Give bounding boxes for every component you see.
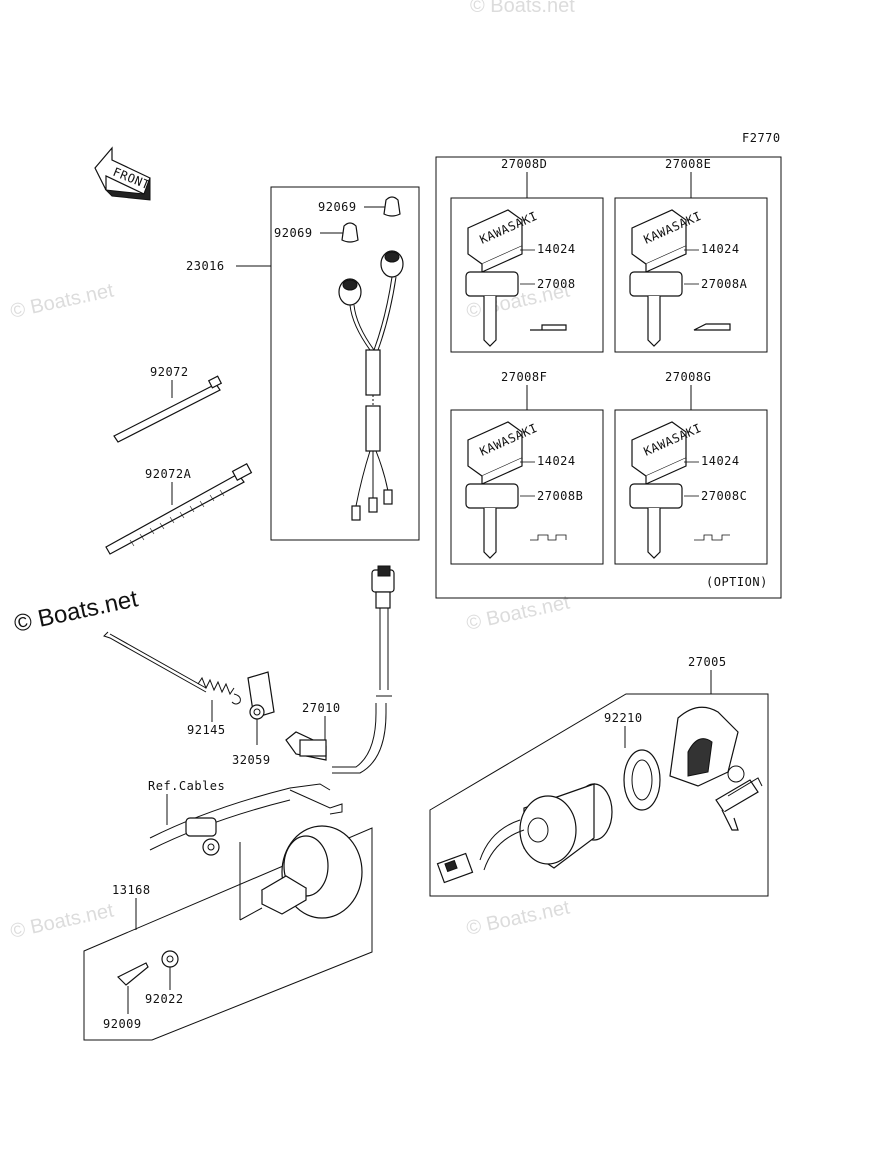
key-set-27008G: 27008G KAWASAKI 14024 27008C bbox=[614, 370, 768, 565]
switch-27010: 27010 bbox=[285, 565, 395, 774]
label-27008D: 27008D bbox=[501, 157, 547, 171]
label-14024-4: 14024 bbox=[701, 454, 740, 468]
label-27008G: 27008G bbox=[665, 370, 711, 384]
spring-group: 92145 32059 bbox=[103, 631, 275, 767]
tie-92072 bbox=[113, 383, 221, 443]
tie-92072A bbox=[105, 473, 245, 555]
label-13168: 13168 bbox=[112, 883, 151, 897]
screw-92009 bbox=[116, 962, 149, 986]
watermark-prominent: © Boats.net bbox=[12, 585, 141, 638]
watermark-left-2: © Boats.net bbox=[8, 899, 116, 942]
option-label: (OPTION) bbox=[706, 575, 768, 589]
nut-92210 bbox=[623, 749, 661, 811]
cap-92069-a bbox=[383, 196, 401, 217]
label-27008A: 27008A bbox=[701, 277, 748, 291]
key-set-27008D: 27008D KAWASAKI 14024 27008 bbox=[450, 157, 604, 353]
label-92072A: 92072A bbox=[145, 467, 192, 481]
label-14024-1: 14024 bbox=[537, 242, 576, 256]
spring-rod bbox=[103, 631, 207, 693]
key-set-27008E: 27008E KAWASAKI 14024 27008A bbox=[614, 157, 768, 353]
cover-group: Ref.Cables 13168 92022 92009 bbox=[83, 779, 373, 1041]
harness-group: 23016 92069 92069 bbox=[186, 186, 420, 541]
key-sets-group: (OPTION) 27008D KAWASAKI 14024 27008 270… bbox=[435, 156, 782, 599]
label-27008C: 27008C bbox=[701, 489, 747, 503]
label-92072: 92072 bbox=[150, 365, 189, 379]
label-92069-a: 92069 bbox=[318, 200, 357, 214]
label-14024-2: 14024 bbox=[701, 242, 740, 256]
watermark-left-1: © Boats.net bbox=[8, 279, 116, 322]
label-92009: 92009 bbox=[103, 1017, 142, 1031]
cap-92069-b bbox=[341, 222, 359, 243]
label-27008F: 27008F bbox=[501, 370, 547, 384]
ref-cables-label: Ref.Cables bbox=[148, 779, 225, 793]
label-27005: 27005 bbox=[688, 655, 727, 669]
label-92022: 92022 bbox=[145, 992, 184, 1006]
watermark-top: © Boats.net bbox=[470, 0, 575, 17]
diagram-code: F2770 bbox=[742, 131, 781, 145]
label-27010: 27010 bbox=[302, 701, 341, 715]
cable-ties: 92072 92072A bbox=[105, 365, 253, 555]
spring-92145 bbox=[197, 676, 241, 705]
key-set-27008F: 27008F KAWASAKI 14024 27008B bbox=[450, 370, 604, 565]
washer-92022 bbox=[161, 950, 179, 968]
label-27008: 27008 bbox=[537, 277, 576, 291]
harness-wiring bbox=[338, 250, 404, 521]
label-27008B: 27008B bbox=[537, 489, 583, 503]
watermark-mid-3: © Boats.net bbox=[464, 896, 572, 939]
label-92210: 92210 bbox=[604, 711, 643, 725]
label-23016: 23016 bbox=[186, 259, 225, 273]
front-arrow: FRONT bbox=[94, 146, 152, 201]
label-92145: 92145 bbox=[187, 723, 226, 737]
label-14024-3: 14024 bbox=[537, 454, 576, 468]
label-32059: 32059 bbox=[232, 753, 271, 767]
label-92069-b: 92069 bbox=[274, 226, 313, 240]
label-27008E: 27008E bbox=[665, 157, 711, 171]
ignition-switch-group: 27005 92210 bbox=[429, 655, 769, 897]
